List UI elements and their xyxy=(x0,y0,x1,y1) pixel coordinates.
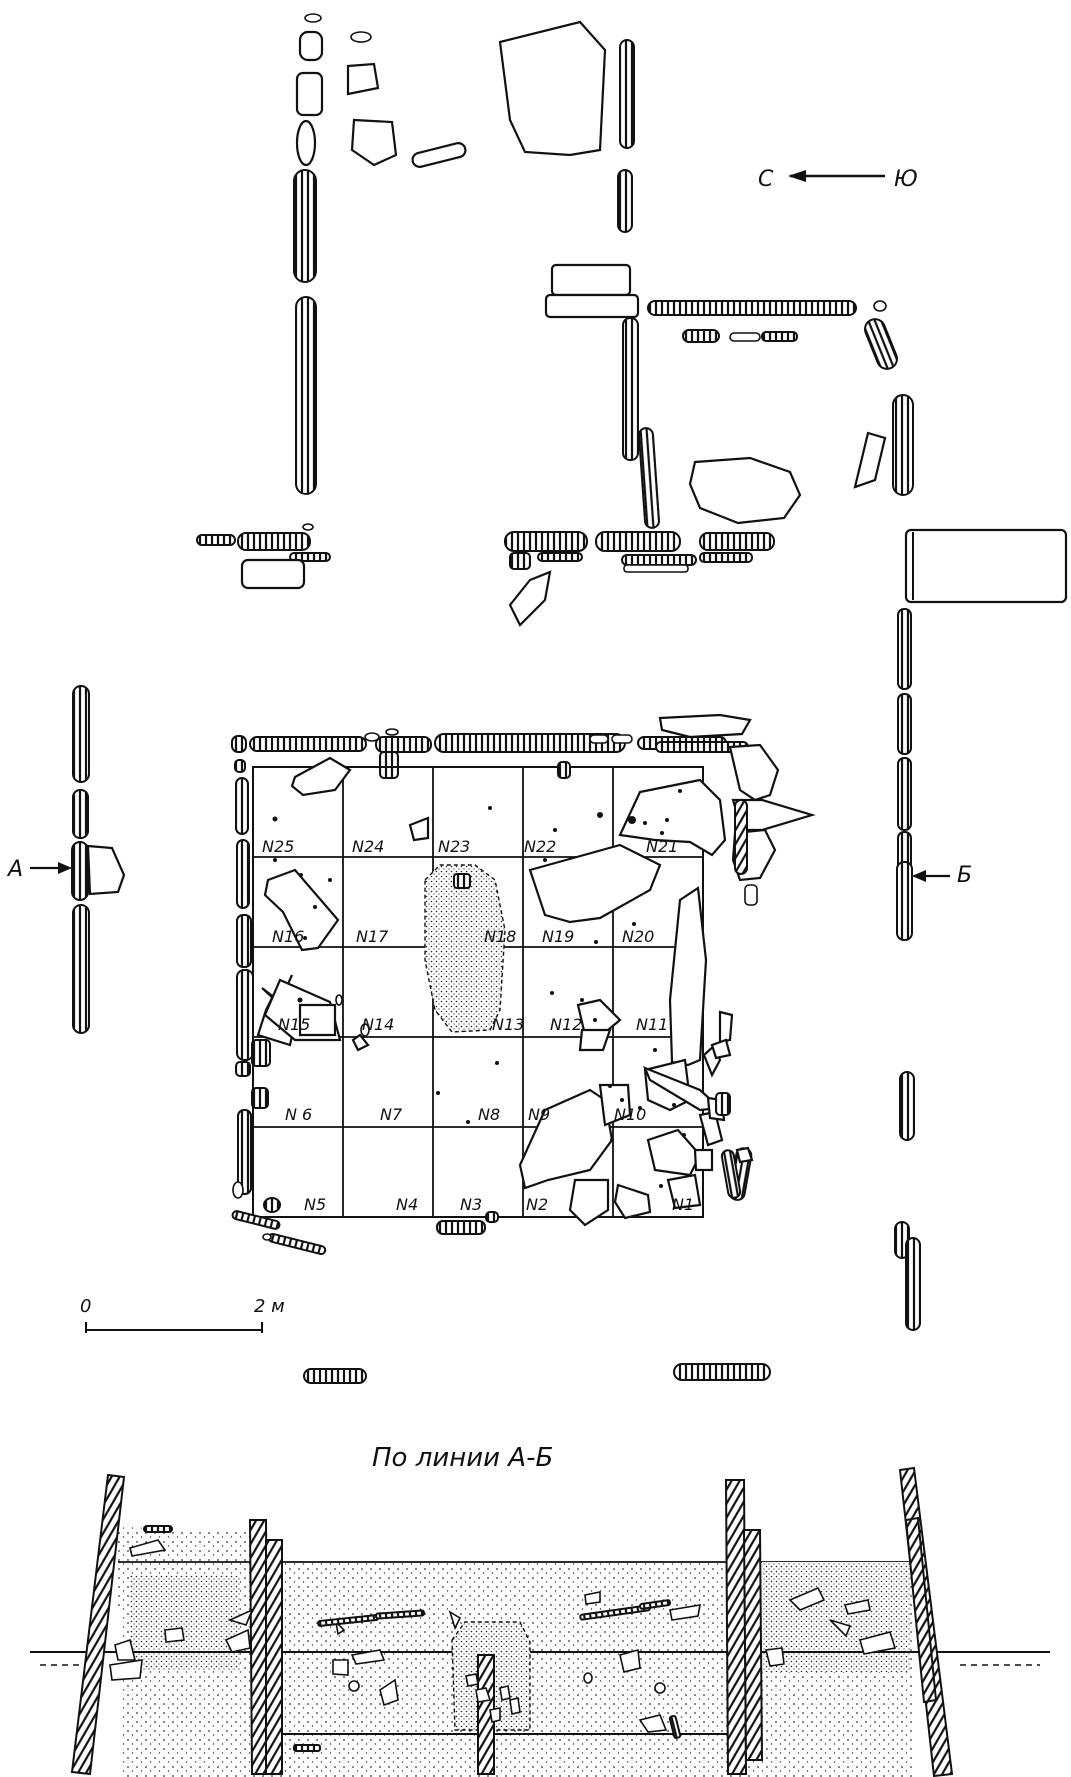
square-label: N21 xyxy=(646,837,678,856)
square-label: N22 xyxy=(524,837,556,856)
square-label: N9 xyxy=(528,1105,550,1124)
square-label: N15 xyxy=(278,1015,310,1034)
excavation-grid: N25 N24 N23 N22 N21 N16 N17 N18 N19 N20 … xyxy=(231,713,816,1256)
section-title: По линии А-Б xyxy=(372,1443,553,1473)
compass-south-label: Ю xyxy=(894,167,918,192)
square-label: N14 xyxy=(362,1015,394,1034)
compass-north-label: С xyxy=(758,167,774,192)
square-label: N16 xyxy=(272,927,304,946)
left-post-row xyxy=(71,685,126,1034)
cross-section xyxy=(30,1466,1050,1777)
square-label: N10 xyxy=(614,1105,646,1124)
square-label: N3 xyxy=(460,1195,482,1214)
dotted-pit xyxy=(424,864,506,1033)
square-label: N11 xyxy=(636,1015,668,1034)
square-label: N19 xyxy=(542,927,574,946)
scale-bar: 0 2 м xyxy=(80,1296,285,1333)
scale-zero-label: 0 xyxy=(80,1296,91,1317)
scale-end-label: 2 м xyxy=(254,1296,285,1317)
square-label: N2 xyxy=(526,1195,548,1214)
upper-structures: С Ю xyxy=(196,13,1068,941)
square-label: N7 xyxy=(380,1105,403,1124)
square-label: N 6 xyxy=(285,1105,312,1124)
square-label: N18 xyxy=(484,927,516,946)
square-label: N1 xyxy=(672,1195,694,1214)
square-label: N13 xyxy=(492,1015,524,1034)
right-post-row xyxy=(728,861,921,1331)
square-label: N20 xyxy=(622,927,654,946)
square-label: N23 xyxy=(438,837,470,856)
square-label: N4 xyxy=(396,1195,418,1214)
square-label: N25 xyxy=(262,837,294,856)
square-label: N24 xyxy=(352,837,384,856)
square-label: N12 xyxy=(550,1015,582,1034)
section-arrow-a xyxy=(30,862,72,874)
square-label: N17 xyxy=(356,927,389,946)
square-label: N8 xyxy=(478,1105,500,1124)
section-arrow-b xyxy=(912,870,950,882)
section-mark-a: А xyxy=(6,857,23,882)
section-mark-b: Б xyxy=(957,863,972,888)
square-label: N5 xyxy=(304,1195,326,1214)
